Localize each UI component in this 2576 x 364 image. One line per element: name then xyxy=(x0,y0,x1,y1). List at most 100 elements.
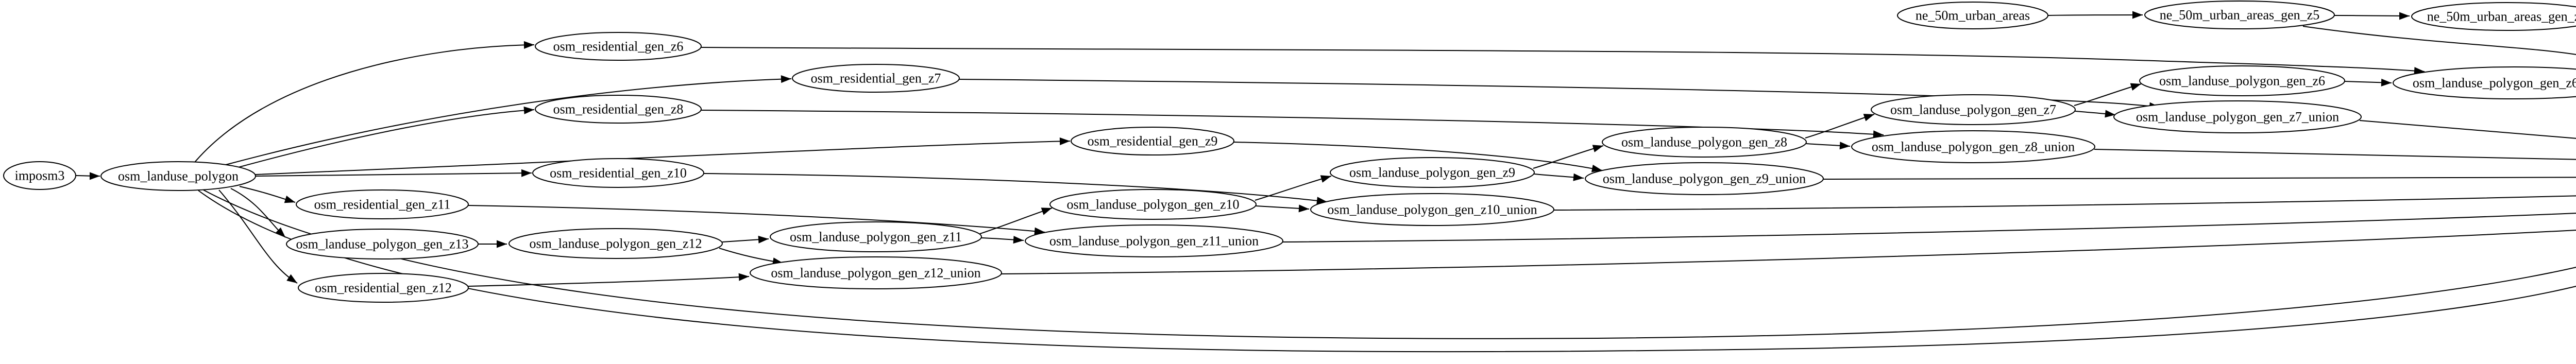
edge-line xyxy=(234,109,535,169)
arrowhead-icon xyxy=(1863,114,1874,122)
edge-line xyxy=(2334,15,2410,16)
node-osm-landuse-polygon-gen-z8: osm_landuse_polygon_gen_z8 xyxy=(1602,127,1807,158)
arrowhead-icon xyxy=(2130,83,2141,91)
node-shape xyxy=(535,95,702,124)
edge-line xyxy=(1822,177,2576,180)
edge-osm-landuse-polygon-gen-z13--osm-landuse-polygon-gen-z12 xyxy=(478,240,507,248)
node-osm-landuse-polygon-gen-z10-union: osm_landuse_polygon_gen_z10_union xyxy=(1310,193,1554,226)
edge-osm-landuse-polygon-gen-z7--osm-landuse-polygon-gen-z7-union xyxy=(2075,110,2116,118)
node-label: ne_50m_urban_areas_gen_z4 xyxy=(2427,9,2576,24)
arrowhead-icon xyxy=(1298,204,1309,213)
arrowhead-icon xyxy=(738,273,749,281)
node-ne-50m-urban-areas: ne_50m_urban_areas xyxy=(1897,2,2048,29)
edge-line xyxy=(225,78,792,165)
edge-osm-landuse-polygon-gen-z10-union--layer-landuse-z10 xyxy=(1553,195,2576,211)
edge-osm-landuse-polygon-gen-z11--osm-landuse-polygon-gen-z11-union xyxy=(981,236,1024,244)
edge-osm-landuse-polygon-gen-z12--osm-landuse-polygon-gen-z12-union xyxy=(719,248,784,266)
node-label: osm_landuse_polygon_gen_z6_union xyxy=(2413,76,2576,91)
edge-line xyxy=(1553,195,2576,211)
node-osm-landuse-polygon-gen-z11: osm_landuse_polygon_gen_z11 xyxy=(770,221,982,252)
node-label: ne_50m_urban_areas_gen_z5 xyxy=(2160,8,2319,23)
edge-osm-landuse-polygon--osm-residential-gen-z8 xyxy=(234,106,535,169)
node-label: osm_landuse_polygon_gen_z7 xyxy=(1890,102,2056,117)
node-imposm3: imposm3 xyxy=(3,161,76,190)
arrowhead-icon xyxy=(523,41,534,49)
edge-line xyxy=(701,110,1884,135)
node-shape xyxy=(792,64,960,93)
node-osm-landuse-polygon-gen-z13: osm_landuse_polygon_gen_z13 xyxy=(286,229,479,259)
edge-osm-landuse-polygon--osm-residential-gen-z6 xyxy=(194,41,535,163)
node-shape xyxy=(509,228,723,259)
node-shape xyxy=(298,273,469,303)
node-shape xyxy=(296,189,469,219)
node-shape xyxy=(286,229,479,259)
edge-osm-residential-gen-z6--osm-landuse-polygon-gen-z6-union xyxy=(701,47,2425,75)
edge-osm-landuse-polygon-gen-z8--osm-landuse-polygon-gen-z7 xyxy=(1805,114,1875,138)
arrowhead-icon xyxy=(781,75,791,83)
node-shape xyxy=(535,32,702,61)
arrowhead-icon xyxy=(2132,11,2143,19)
node-label: osm_landuse_polygon_gen_z6 xyxy=(2159,74,2325,89)
arrowhead-icon xyxy=(2414,67,2425,75)
edge-osm-residential-gen-z8--osm-landuse-polygon-gen-z8-union xyxy=(701,110,1884,138)
edge-line xyxy=(1233,142,1603,171)
arrowhead-icon xyxy=(1316,197,1327,205)
arrowhead-icon xyxy=(1320,175,1331,183)
node-label: osm_landuse_polygon_gen_z12 xyxy=(529,236,702,251)
node-osm-landuse-polygon-gen-z7: osm_landuse_polygon_gen_z7 xyxy=(1871,94,2076,125)
edge-osm-landuse-polygon-gen-z10--osm-landuse-polygon-gen-z10-union xyxy=(1256,204,1310,213)
arrowhead-icon xyxy=(1873,130,1884,138)
node-osm-landuse-polygon-gen-z10: osm_landuse_polygon_gen_z10 xyxy=(1049,189,1257,220)
node-label: osm_residential_gen_z6 xyxy=(553,39,684,54)
node-shape xyxy=(1330,157,1535,188)
edge-line xyxy=(1001,230,2576,274)
edge-osm-landuse-polygon--osm-residential-gen-z7 xyxy=(225,75,792,165)
arrowhead-icon xyxy=(1034,227,1045,235)
node-osm-landuse-polygon-gen-z6: osm_landuse_polygon_gen_z6 xyxy=(2139,65,2345,96)
arrowhead-icon xyxy=(1839,142,1850,150)
arrowhead-icon xyxy=(2399,12,2410,20)
node-shape xyxy=(1602,127,1807,158)
node-shape xyxy=(1049,189,1257,220)
edge-ne-50m-urban-areas-gen-z5--layer-landuse-z5 xyxy=(2302,26,2576,55)
edge-osm-landuse-polygon--layer-landuse-z14 xyxy=(198,190,2576,353)
node-label: osm_landuse_polygon_gen_z12_union xyxy=(771,266,980,281)
edge-line xyxy=(2302,26,2576,55)
node-osm-residential-gen-z12: osm_residential_gen_z12 xyxy=(298,273,469,303)
edge-line xyxy=(1805,114,1875,138)
node-label: osm_residential_gen_z8 xyxy=(553,102,684,117)
node-label: osm_residential_gen_z11 xyxy=(314,197,451,212)
arrowhead-icon xyxy=(1041,207,1052,215)
arrowhead-icon xyxy=(284,195,295,203)
node-shape xyxy=(2393,66,2576,99)
node-osm-landuse-polygon-gen-z9-union: osm_landuse_polygon_gen_z9_union xyxy=(1585,162,1824,195)
node-label: osm_residential_gen_z12 xyxy=(315,281,452,296)
edge-osm-landuse-polygon-gen-z9--osm-landuse-polygon-gen-z8 xyxy=(1533,145,1604,169)
node-shape xyxy=(2139,65,2345,96)
node-label: osm_landuse_polygon_gen_z11_union xyxy=(1049,234,1259,249)
node-osm-landuse-polygon-gen-z12-union: osm_landuse_polygon_gen_z12_union xyxy=(750,256,1002,289)
arrowhead-icon xyxy=(1573,173,1584,181)
node-shape xyxy=(532,158,704,188)
node-osm-landuse-polygon-gen-z7-union: osm_landuse_polygon_gen_z7_union xyxy=(2113,100,2362,133)
node-label: osm_landuse_polygon_gen_z9_union xyxy=(1603,171,1806,186)
arrowhead-icon xyxy=(523,106,534,114)
edge-osm-landuse-polygon-gen-z12-union--layer-landuse-z12 xyxy=(1001,230,2576,274)
node-label: osm_landuse_polygon_gen_z13 xyxy=(296,237,468,252)
edge-osm-residential-gen-z10--osm-landuse-polygon-gen-z10-union xyxy=(703,173,1328,205)
edge-osm-landuse-polygon--layer-landuse-z13 xyxy=(203,189,2576,339)
node-osm-residential-gen-z11: osm_residential_gen_z11 xyxy=(296,189,469,219)
arrowhead-icon xyxy=(89,172,100,180)
edge-osm-landuse-polygon-gen-z6--osm-landuse-polygon-gen-z6-union xyxy=(2344,78,2392,86)
node-label: osm_landuse_polygon_gen_z9 xyxy=(1349,165,1515,180)
node-label: osm_landuse_polygon_gen_z8_union xyxy=(1872,140,2075,154)
node-shape xyxy=(770,221,982,252)
edge-osm-landuse-polygon--osm-residential-gen-z9 xyxy=(255,137,1071,175)
arrowhead-icon xyxy=(758,235,769,244)
node-label: osm_landuse_polygon_gen_z10 xyxy=(1066,197,1239,212)
arrowhead-icon xyxy=(497,240,507,248)
node-shape xyxy=(2144,1,2335,29)
edge-line xyxy=(2094,149,2576,161)
